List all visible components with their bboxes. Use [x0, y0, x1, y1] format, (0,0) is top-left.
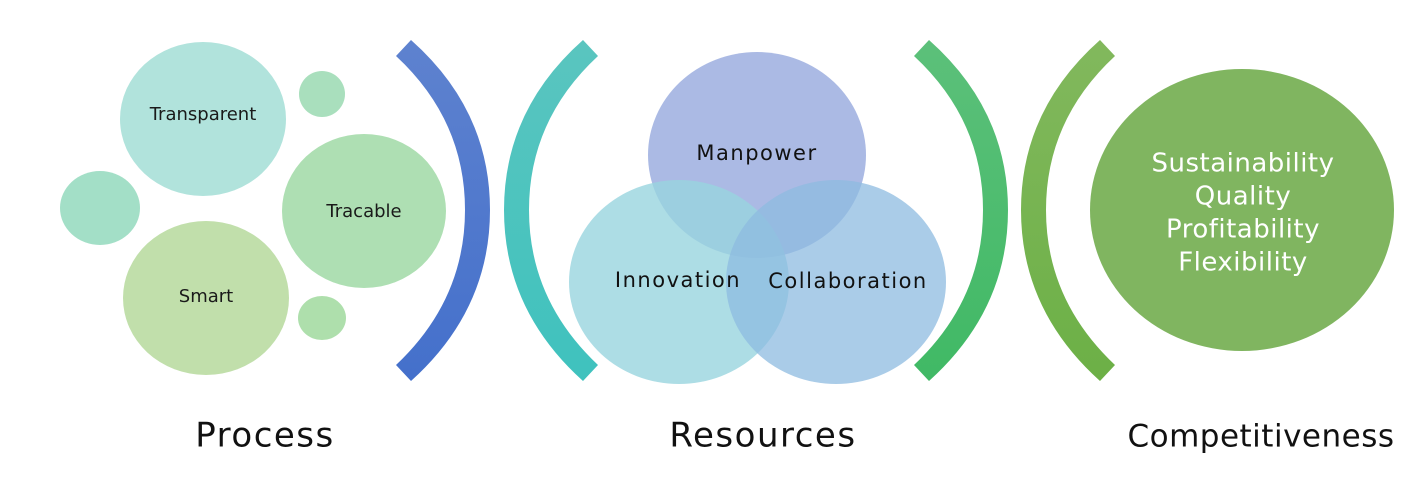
process-caption: Process	[195, 416, 334, 456]
venn-label-innovation: Innovation	[615, 268, 741, 292]
small-bubble-left	[60, 171, 140, 245]
venn-circle-innovation	[569, 180, 789, 384]
goal-label-sustainability: Sustainability	[1151, 149, 1334, 179]
bracket-left-olive	[1021, 40, 1115, 381]
bracket-left-teal	[504, 40, 598, 381]
resources-caption: Resources	[669, 416, 856, 456]
bracket-right-green	[914, 40, 1008, 381]
venn-label-manpower: Manpower	[696, 141, 817, 165]
bracket-right-blue	[396, 40, 490, 381]
small-bubble-bottom	[298, 296, 346, 340]
venn-circle-collaboration	[726, 180, 946, 384]
bubble-transparent-label: Transparent	[149, 104, 257, 125]
bubble-transparent	[120, 42, 286, 196]
bubble-tracable	[282, 134, 446, 288]
competitiveness-group: Sustainability Quality Profitability Fle…	[1090, 69, 1394, 455]
bubble-smart	[123, 221, 289, 375]
goal-label-flexibility: Flexibility	[1178, 248, 1308, 278]
bubble-smart-label: Smart	[179, 286, 233, 307]
venn-label-collaboration: Collaboration	[768, 269, 927, 293]
process-group: Transparent Tracable Smart Process	[60, 42, 446, 456]
bubble-tracable-label: Tracable	[325, 201, 401, 222]
goal-label-profitability: Profitability	[1166, 215, 1320, 245]
goal-label-quality: Quality	[1195, 182, 1291, 212]
goal-circle	[1090, 69, 1394, 351]
small-bubble-top	[299, 71, 345, 117]
competitiveness-caption: Competitiveness	[1127, 419, 1394, 455]
resources-venn: Manpower Innovation Collaboration Resour…	[569, 52, 946, 456]
